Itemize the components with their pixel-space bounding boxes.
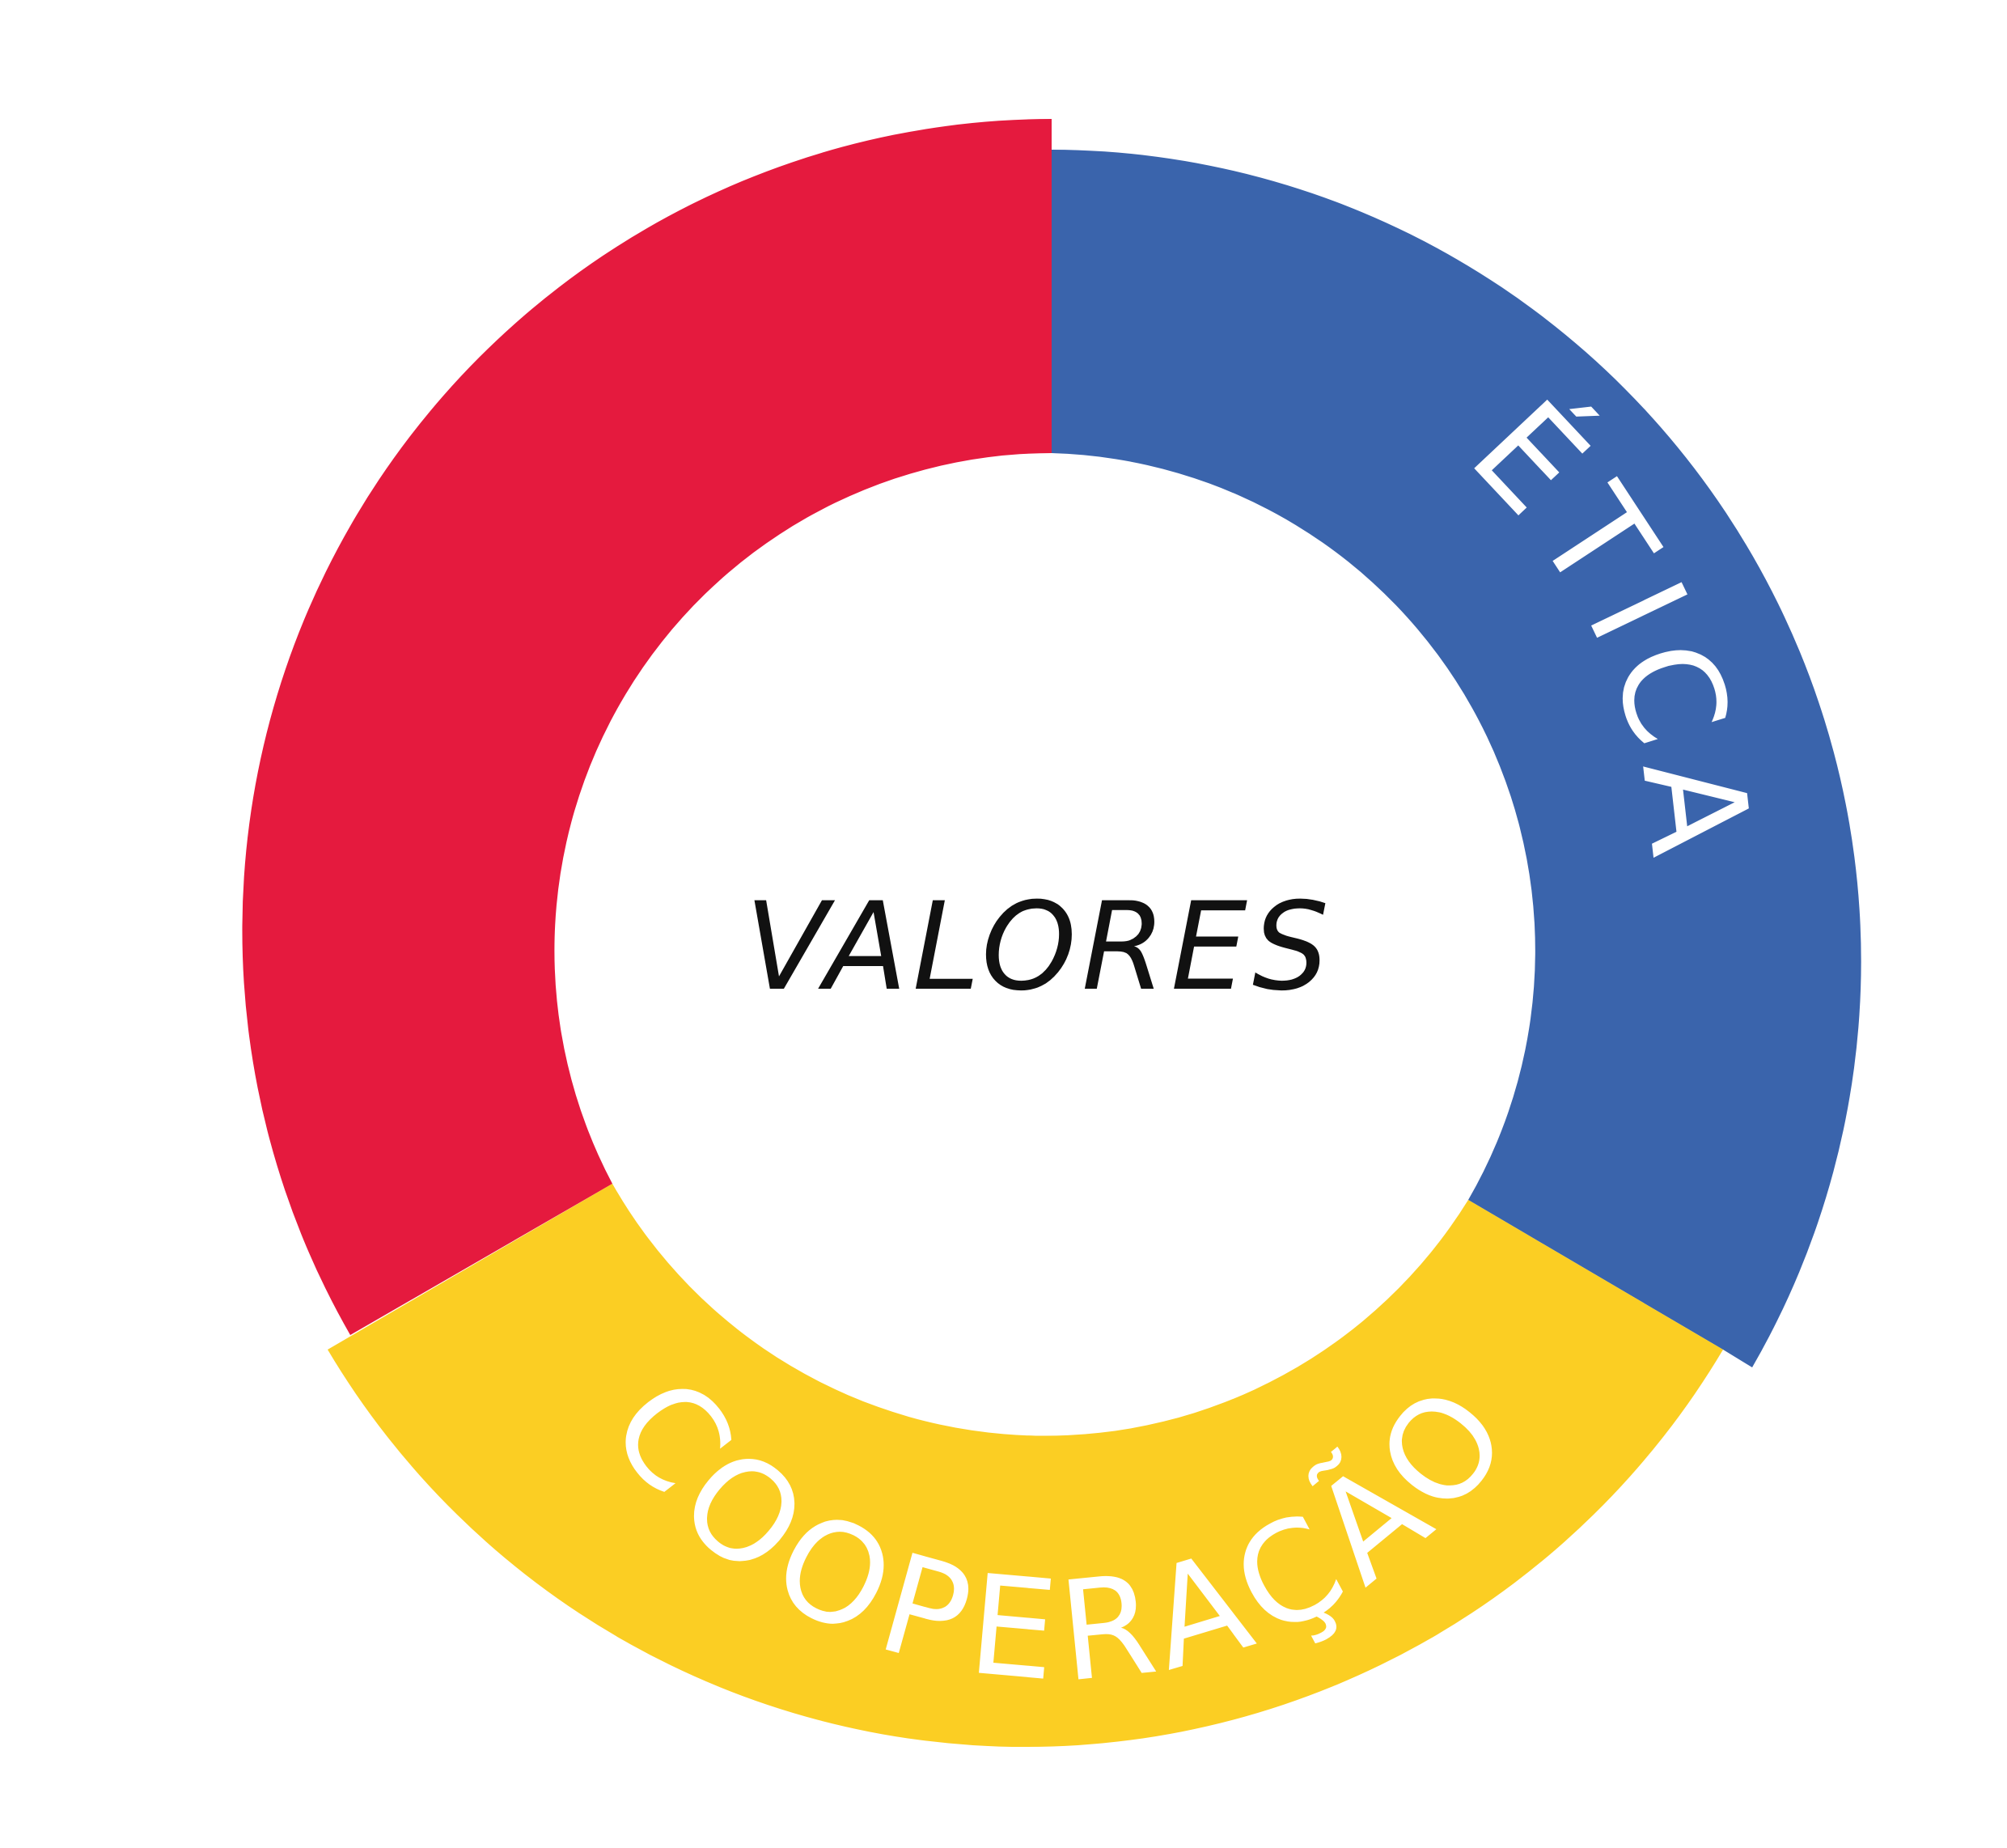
center-label: VALORES	[745, 877, 1334, 1018]
segment-cooperacao	[328, 1184, 1723, 1748]
segment-transparencia	[242, 119, 1052, 1335]
segment-etica	[1052, 150, 1861, 1367]
